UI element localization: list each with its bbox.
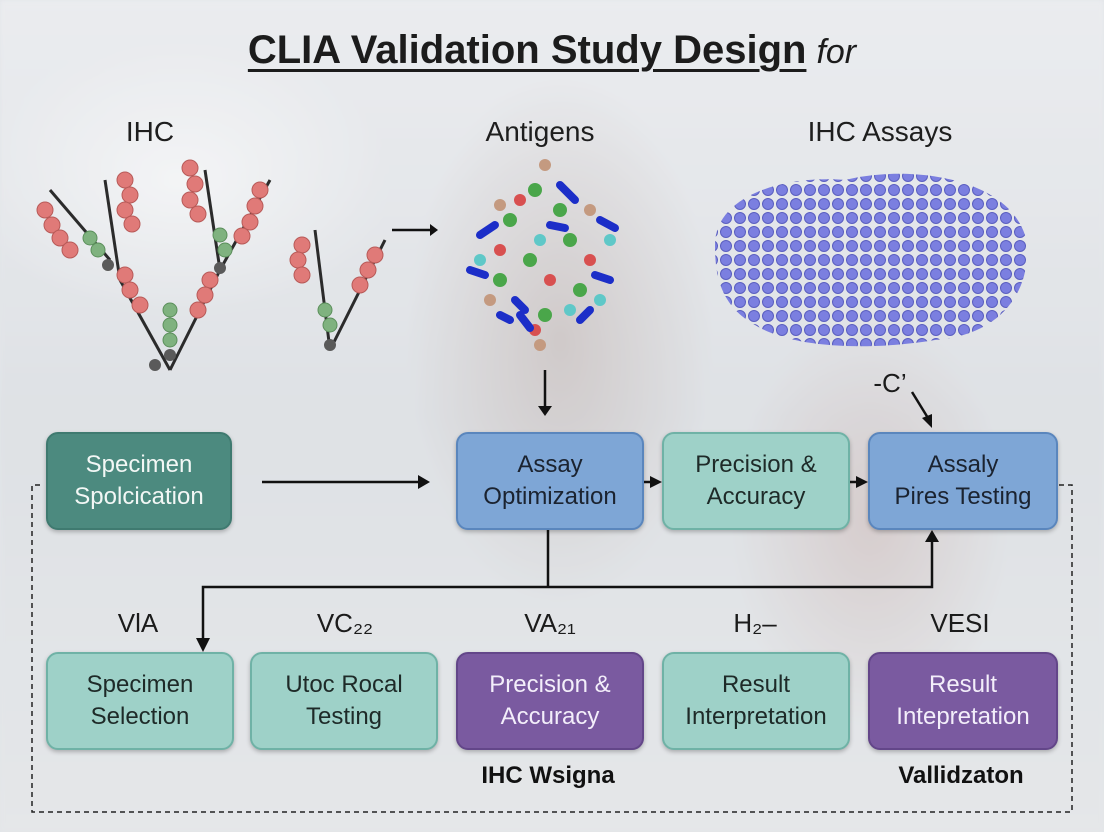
box-line: Interpretation [685,703,827,730]
row2-label-2: VC₂₂ [316,608,374,638]
box-precision-accuracy-top: Precision & Accuracy [662,432,850,530]
label-antigens: Antigens [485,116,595,147]
box-line: Accuracy [500,703,600,730]
row2-label-4: H₂– [733,608,777,638]
box-line: Specimen [86,671,194,698]
box-line: Assaly [927,451,999,478]
antigen-cluster-illustration [466,159,619,351]
box-line: Intepretation [896,703,1030,730]
arrow-right-icon [392,224,438,236]
box-line: Pires Testing [894,483,1032,510]
box-line: Result [721,671,790,698]
label-ihc: IHC [125,116,175,147]
box-line: Testing [305,703,383,730]
row2-label-5: VESI [930,608,990,638]
box-precision-accuracy-bottom: Precision & Accuracy [456,652,644,750]
antibody-molecule-illustration [36,159,387,371]
box-line: Assay [517,451,583,478]
box-line: Spolcication [74,483,204,510]
annotation-c: -C’ [873,368,907,398]
box-line: Specimen [85,451,193,478]
box-line: Result [928,671,998,698]
box-line: Utoc Rocal [285,671,403,698]
row2-label-1: VlA [117,608,159,638]
box-line: Optimization [483,483,617,510]
label-ihc-assays: IHC Assays [807,116,953,147]
title-main: CLIA Validation Study Design [247,28,807,72]
bottom-label-ihc-wsigna: IHC Wsigna [481,762,615,789]
protein-blob-illustration [715,173,1027,347]
bottom-label-vallidzaton: Vallidzaton [898,762,1024,789]
box-line: Accuracy [706,483,806,510]
box-line: Selection [90,703,190,730]
arrow-down-icon [538,370,552,416]
title-tail: for [816,33,857,71]
box-line: Precision & [489,671,611,698]
box-line: Precision & [695,451,817,478]
row2-label-3: VA₂₁ [524,608,576,638]
